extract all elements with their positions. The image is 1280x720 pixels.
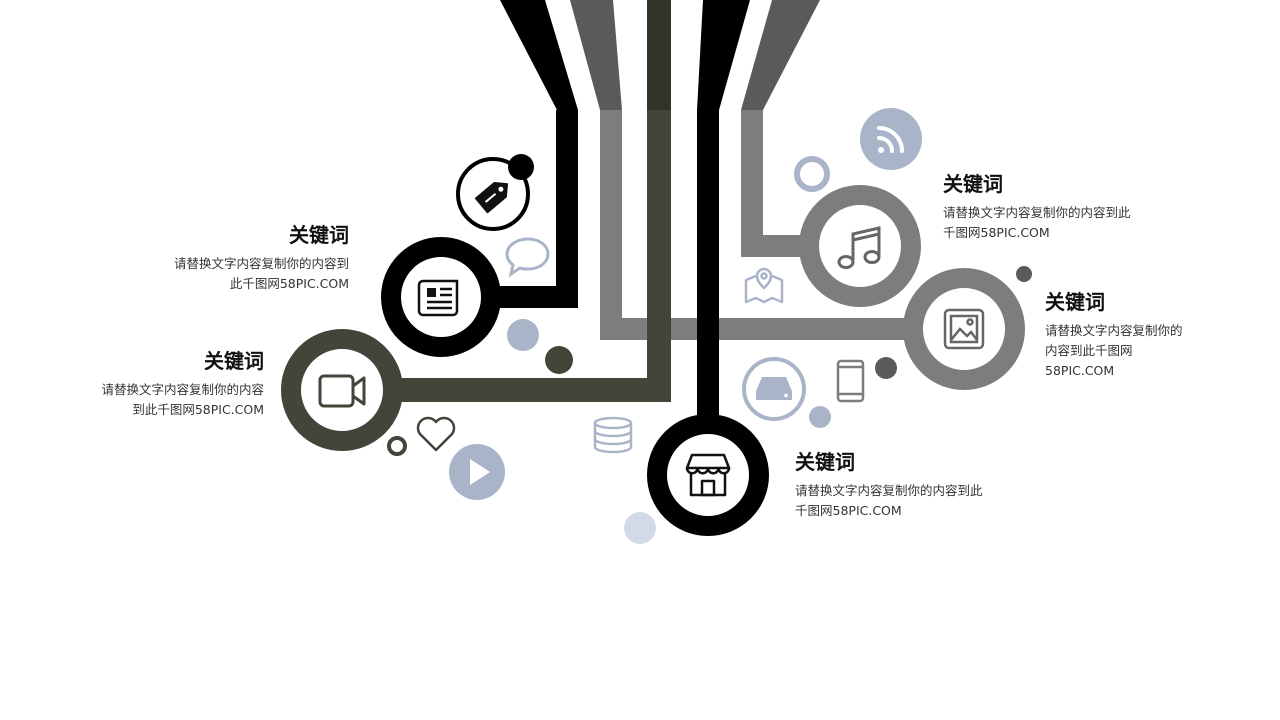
gray-dot-phone bbox=[875, 357, 897, 379]
music-note-icon bbox=[837, 226, 881, 269]
label-image-title: 关键词 bbox=[1045, 290, 1105, 314]
mobile-phone-icon bbox=[836, 359, 865, 403]
connector-video bbox=[395, 110, 671, 402]
blue-dot-2 bbox=[809, 406, 831, 428]
olive-dot bbox=[545, 346, 573, 374]
rss-icon bbox=[877, 126, 904, 153]
node-music bbox=[799, 185, 921, 307]
tag-dot bbox=[508, 154, 534, 180]
label-image-desc-line1: 请替换文字内容复制你的 bbox=[1045, 323, 1183, 338]
label-news: 关键词 请替换文字内容复制你的内容到 此千图网58PIC.COM bbox=[160, 222, 349, 294]
connector-image bbox=[600, 110, 910, 340]
label-video-desc: 请替换文字内容复制你的内容 到此千图网58PIC.COM bbox=[85, 380, 264, 420]
label-store-desc: 请替换文字内容复制你的内容到此 千图网58PIC.COM bbox=[795, 481, 1025, 521]
label-music-desc-line1: 请替换文字内容复制你的内容到此 bbox=[943, 205, 1131, 220]
label-store-title: 关键词 bbox=[795, 450, 855, 474]
node-news bbox=[381, 237, 501, 357]
funnel-strip-black-center bbox=[697, 0, 750, 110]
chat-bubble-icon bbox=[505, 237, 550, 278]
light-blue-dot bbox=[624, 512, 656, 544]
price-tag-icon bbox=[474, 181, 509, 214]
label-music-title: 关键词 bbox=[943, 172, 1003, 196]
funnel-strip-black-left bbox=[500, 0, 578, 110]
hard-drive-icon bbox=[756, 377, 792, 400]
label-news-desc-line1: 请替换文字内容复制你的内容到 bbox=[173, 256, 349, 271]
label-video-desc-line1: 请替换文字内容复制你的内容 bbox=[101, 382, 264, 397]
gray-dot-right bbox=[1016, 266, 1032, 282]
video-camera-icon bbox=[318, 374, 366, 408]
storefront-icon bbox=[685, 453, 731, 497]
label-store-desc-line1: 请替换文字内容复制你的内容到此 bbox=[795, 483, 983, 498]
funnel-strip-gray-left bbox=[570, 0, 622, 110]
olive-ring-small bbox=[387, 436, 407, 456]
label-image-desc-line3: 58PIC.COM bbox=[1045, 363, 1115, 378]
connector-news bbox=[495, 110, 578, 308]
label-image-desc: 请替换文字内容复制你的 内容到此千图网 58PIC.COM bbox=[1045, 321, 1245, 381]
label-music-desc-line2: 千图网58PIC.COM bbox=[943, 225, 1050, 240]
database-icon bbox=[593, 416, 633, 454]
label-news-desc-line2: 此千图网58PIC.COM bbox=[229, 276, 349, 291]
connector-music bbox=[741, 110, 810, 257]
label-video-desc-line2: 到此千图网58PIC.COM bbox=[132, 402, 264, 417]
play-icon bbox=[470, 459, 490, 485]
label-music: 关键词 请替换文字内容复制你的内容到此 千图网58PIC.COM bbox=[943, 171, 1173, 243]
map-pin-icon bbox=[744, 267, 784, 304]
label-video-title: 关键词 bbox=[204, 349, 264, 373]
funnel-strip-gray-right bbox=[741, 0, 820, 110]
heart-icon bbox=[416, 416, 456, 452]
label-image: 关键词 请替换文字内容复制你的 内容到此千图网 58PIC.COM bbox=[1045, 289, 1245, 381]
rss-circle bbox=[860, 108, 922, 170]
blue-ring-top bbox=[794, 156, 830, 192]
label-music-desc: 请替换文字内容复制你的内容到此 千图网58PIC.COM bbox=[943, 203, 1173, 243]
image-icon bbox=[943, 308, 985, 350]
funnel-top bbox=[500, 0, 820, 110]
decorations bbox=[387, 108, 1032, 544]
label-news-desc: 请替换文字内容复制你的内容到 此千图网58PIC.COM bbox=[160, 254, 349, 294]
label-store: 关键词 请替换文字内容复制你的内容到此 千图网58PIC.COM bbox=[795, 449, 1025, 521]
label-news-title: 关键词 bbox=[289, 223, 349, 247]
label-image-desc-line2: 内容到此千图网 bbox=[1045, 343, 1133, 358]
newspaper-icon bbox=[417, 279, 459, 317]
node-store bbox=[647, 414, 769, 536]
node-image bbox=[903, 268, 1025, 390]
label-store-desc-line2: 千图网58PIC.COM bbox=[795, 503, 902, 518]
funnel-strip-olive bbox=[647, 0, 671, 110]
blue-dot-1 bbox=[507, 319, 539, 351]
node-video bbox=[281, 329, 403, 451]
connectors bbox=[395, 110, 910, 420]
label-video: 关键词 请替换文字内容复制你的内容 到此千图网58PIC.COM bbox=[85, 348, 264, 420]
